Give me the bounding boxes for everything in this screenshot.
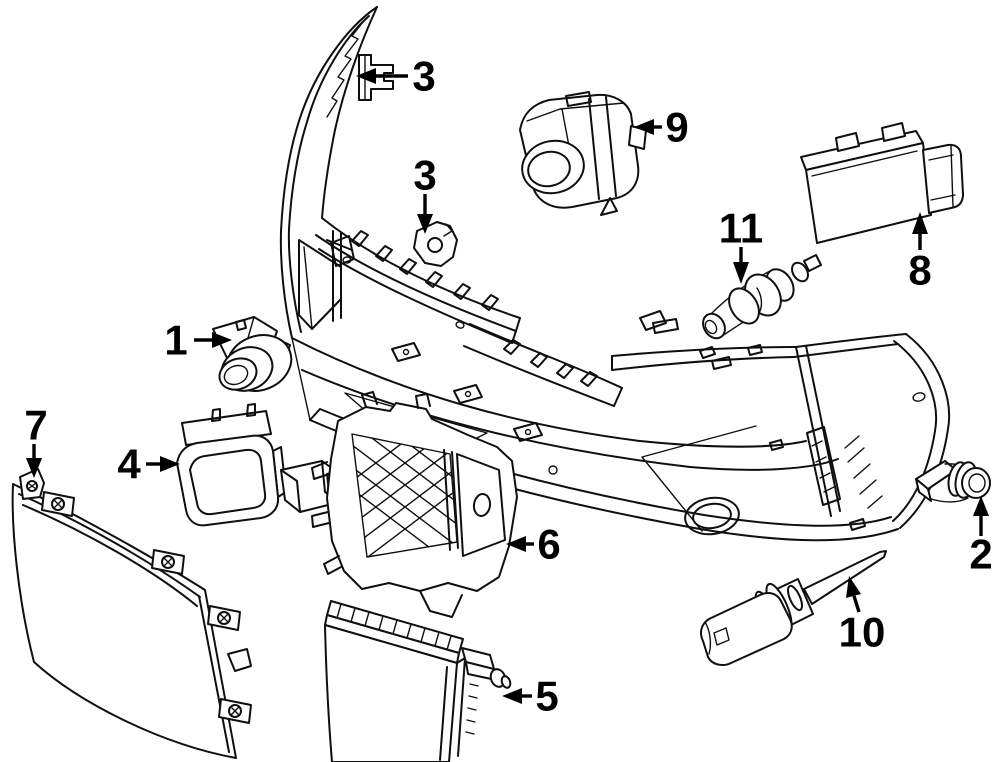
part-8-control-unit-drawing[interactable] [800, 122, 964, 244]
callout-11-arrowhead [733, 262, 749, 284]
callout-2-arrowhead [973, 496, 989, 516]
callout-4-label: 4 [117, 441, 141, 488]
callout-3-upper-arrowhead [356, 68, 376, 84]
callout-7-arrowhead [26, 458, 42, 478]
callout-2-label: 2 [969, 531, 992, 578]
callout-4-arrowhead [160, 456, 180, 472]
air-intake-slot [806, 426, 883, 509]
callout-1[interactable]: 1 [164, 317, 232, 364]
callout-11-label: 11 [719, 205, 763, 252]
part-5-module-drawing[interactable] [324, 600, 512, 762]
callout-9[interactable]: 9 [634, 104, 689, 151]
callout-10-arrowhead [846, 576, 861, 598]
callout-3-upper[interactable]: 3 [356, 53, 436, 100]
part-8-connector [922, 143, 964, 214]
callout-1-label: 1 [164, 317, 187, 364]
callout-8-label: 8 [908, 247, 931, 294]
part-3-clip-lower-drawing[interactable] [413, 221, 458, 267]
callouts: 1 2 3 3 4 5 6 [24, 53, 992, 720]
wheel-arch-corner [795, 333, 951, 529]
part-4-connector [280, 460, 341, 513]
part-6-mesh-bracket-drawing[interactable] [311, 391, 518, 618]
part-1-park-sensor-drawing[interactable] [212, 316, 300, 400]
fog-lamp-opening [641, 425, 757, 536]
callout-10-arrow [852, 595, 861, 613]
callout-3-lower[interactable]: 3 [413, 152, 437, 235]
callout-4[interactable]: 4 [117, 441, 180, 488]
callout-1-arrowhead [212, 332, 232, 348]
callout-9-arrowhead [634, 119, 654, 135]
callout-8[interactable]: 8 [908, 212, 932, 294]
callout-3-lower-arrowhead [417, 214, 433, 234]
part-9-camera-drawing[interactable] [517, 91, 647, 216]
part-4-radar-sensor-drawing[interactable] [176, 403, 341, 527]
callout-11[interactable]: 11 [719, 205, 763, 285]
callout-5[interactable]: 5 [502, 673, 559, 720]
callout-8-arrowhead [912, 212, 928, 234]
callout-6[interactable]: 6 [506, 521, 561, 568]
part-2-park-sensor-drawing[interactable] [915, 460, 991, 503]
callout-2[interactable]: 2 [969, 496, 993, 578]
callout-10-label: 10 [839, 609, 886, 656]
callout-3-lower-label: 3 [413, 152, 436, 199]
callout-5-arrowhead [502, 688, 522, 704]
callout-3-upper-label: 3 [412, 53, 435, 100]
camera-lens [521, 139, 585, 195]
callout-6-arrowhead [506, 536, 526, 552]
valance-clips [391, 342, 543, 442]
callout-5-label: 5 [535, 673, 558, 720]
part-5-connector [461, 647, 512, 689]
callout-7[interactable]: 7 [24, 402, 48, 479]
callout-7-label: 7 [24, 402, 47, 449]
callout-6-label: 6 [537, 521, 560, 568]
bumper-cover-drawing [279, 6, 951, 542]
part-11-washer-nozzle-drawing[interactable] [699, 254, 822, 342]
callout-10[interactable]: 10 [839, 576, 886, 656]
callout-9-label: 9 [665, 104, 688, 151]
part-10-temp-sensor-drawing[interactable] [700, 550, 887, 666]
part-7-trim-panel-drawing[interactable] [11, 468, 252, 759]
